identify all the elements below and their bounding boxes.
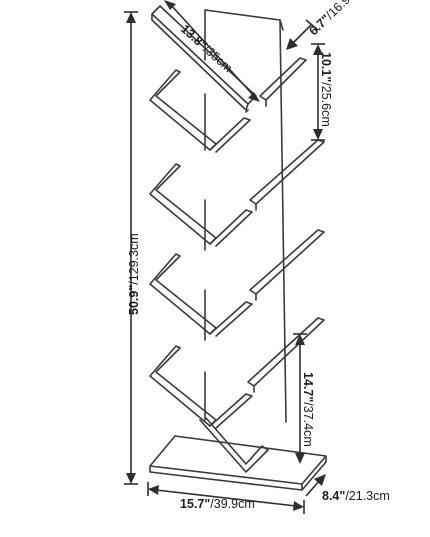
base-width-arrow-right [293,501,304,511]
shelf-top-left [151,5,257,111]
shelf-depth-arrow [286,38,298,50]
spine-panel [204,9,287,423]
bottom-gap-label: 14.7"/37.4cm [301,372,315,447]
base-plate [149,435,327,491]
base-width-label: 15.7"/39.9cm [180,497,255,511]
shelf-width-arrow-bottom [248,92,260,102]
base-width-arrow-left [148,485,159,495]
shelf-row3-left [149,163,217,245]
shelf-top-right [259,57,307,107]
shelf-row4-left [149,253,217,335]
bottom-gap-arrow-bottom [295,453,305,464]
base-depth-arrow [314,474,326,486]
base-depth-dim-line [305,479,321,497]
shelf-gap-label: 10.1"/25.6cm [319,52,333,127]
shelf-row2-left [149,69,217,151]
base-width-dim-line [155,489,297,507]
shelf-row5-left [149,345,217,427]
bookshelf-drawing [149,5,327,491]
height-label: 50.9"/129.3cm [127,233,141,315]
shelf-row2-right-big [249,139,325,211]
height-arrow-bottom [126,473,136,484]
shelf-row3-right [249,229,325,301]
height-arrow-top [126,12,136,23]
shelf-row2-right [209,109,251,153]
base-depth-label: 8.4"/21.3cm [322,489,390,503]
spine-edge [279,19,284,31]
shelf-row3-mid [209,209,253,247]
dimension-lines [124,0,326,514]
shelf-width-label: 13.8"/35cm [178,22,235,75]
bottom-gap-arrow-top [295,334,305,345]
shelf-width-arrow-top [164,0,176,10]
shelf-gap-arrow-top [313,44,323,55]
shelf-gap-arrow-bottom [313,129,323,140]
shelf-depth-dim-line [291,23,313,45]
shelf-row4-right [247,317,325,393]
shelf-row5-mid [209,393,253,429]
shelf-row4-mid [209,301,253,337]
shelf-depth-label: 6.7"/16.9cm [306,0,364,38]
shelf-width-dim-line [169,3,255,97]
